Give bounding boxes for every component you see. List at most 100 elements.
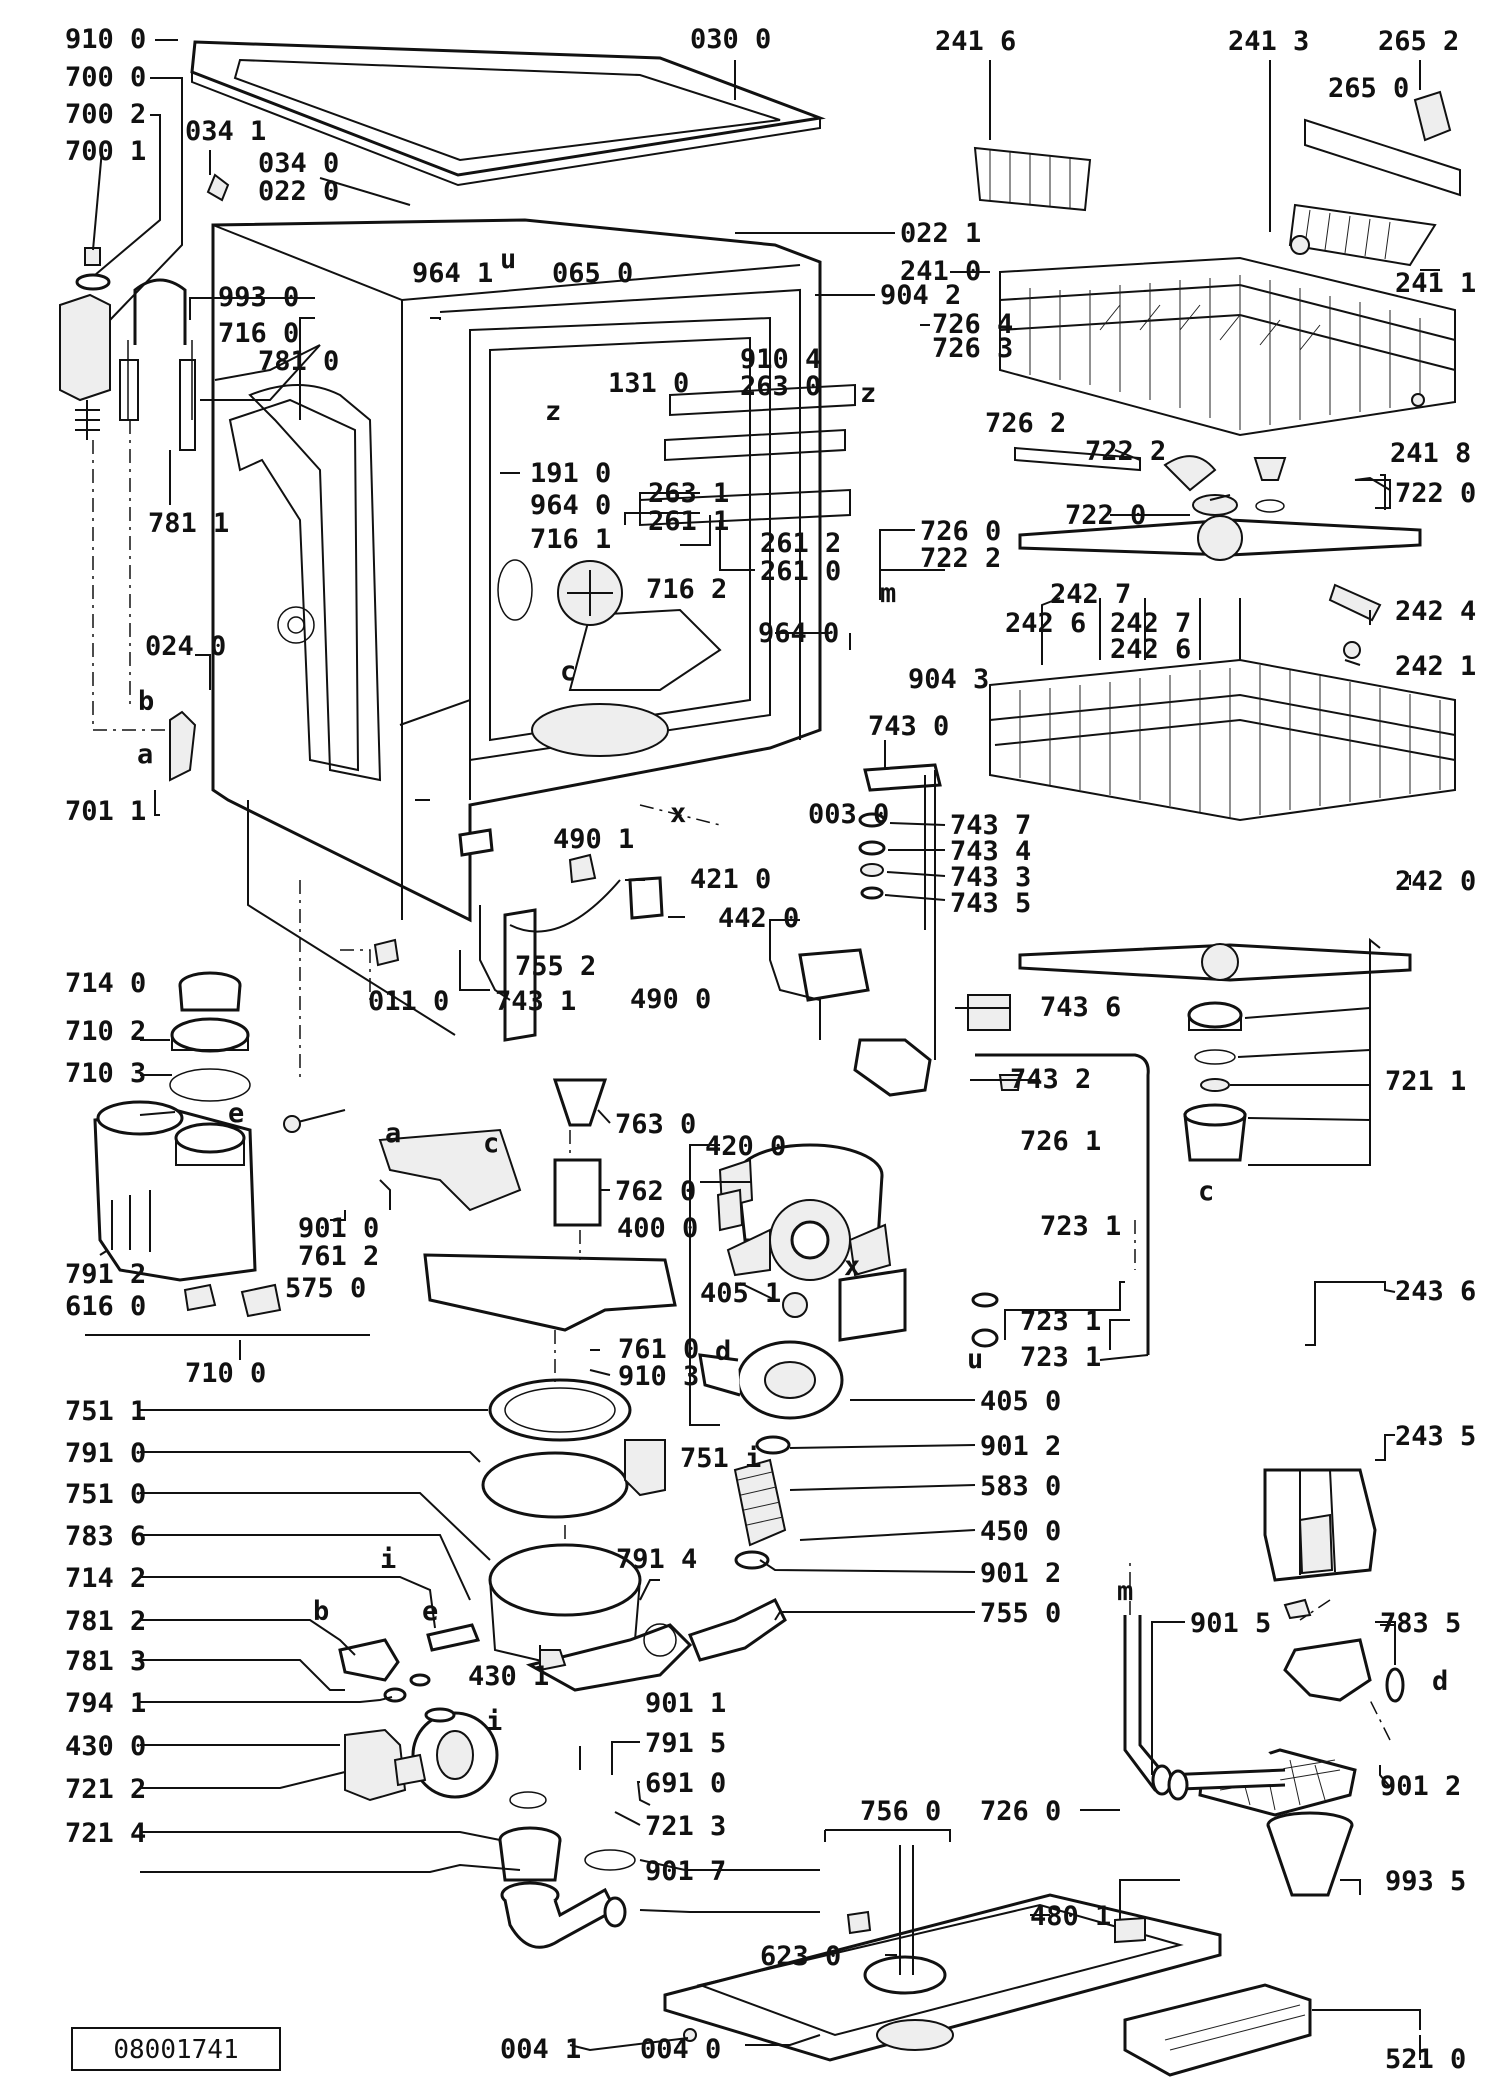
heater-parts-drawing xyxy=(373,763,1011,1097)
label-701-1: 701 1 xyxy=(65,796,146,827)
letter-b-1: b xyxy=(138,686,154,717)
letter-c-3: c xyxy=(1198,1176,1214,1207)
label-743-5: 743 5 xyxy=(950,888,1031,919)
label-241-3: 241 3 xyxy=(1228,26,1309,57)
label-721-4: 721 4 xyxy=(65,1818,146,1849)
letter-u-2: u xyxy=(967,1344,983,1375)
label-241-8: 241 8 xyxy=(1390,438,1471,469)
label-242-4: 242 4 xyxy=(1395,596,1476,627)
label-710-3: 710 3 xyxy=(65,1058,146,1089)
label-241-0: 241 0 xyxy=(900,256,981,287)
label-781-3: 781 3 xyxy=(65,1646,146,1677)
label-521-0: 521 0 xyxy=(1385,2044,1466,2075)
label-575-0: 575 0 xyxy=(285,1273,366,1304)
label-400-0: 400 0 xyxy=(617,1213,698,1244)
label-781-2: 781 2 xyxy=(65,1606,146,1637)
worktop-drawing xyxy=(190,40,826,187)
label-131-0: 131 0 xyxy=(608,368,689,399)
label-901-2b: 901 2 xyxy=(980,1558,1061,1589)
letter-m-1: m xyxy=(880,578,896,609)
letter-a-2: a xyxy=(385,1118,401,1149)
label-024-0: 024 0 xyxy=(145,631,226,662)
label-405-1: 405 1 xyxy=(700,1278,781,1309)
label-714-0: 714 0 xyxy=(65,968,146,999)
label-743-1: 743 1 xyxy=(495,986,576,1017)
label-791-2: 791 2 xyxy=(65,1259,146,1290)
label-490-0: 490 0 xyxy=(630,984,711,1015)
label-756-0: 756 0 xyxy=(860,1796,941,1827)
letter-d-1: d xyxy=(715,1336,731,1367)
label-726-3: 726 3 xyxy=(932,333,1013,364)
label-721-1: 721 1 xyxy=(1385,1066,1466,1097)
label-726-4: 726 4 xyxy=(932,309,1013,340)
label-722-2a: 722 2 xyxy=(1085,436,1166,467)
label-910-4: 910 4 xyxy=(740,344,821,375)
label-241-6: 241 6 xyxy=(935,26,1016,57)
label-751-0: 751 0 xyxy=(65,1479,146,1510)
label-781-0: 781 0 xyxy=(258,346,339,377)
label-743-2: 743 2 xyxy=(1010,1064,1091,1095)
letter-x-2: x xyxy=(844,1251,860,1282)
upper-sprayarm-drawing xyxy=(1014,446,1422,561)
label-263-1: 263 1 xyxy=(648,478,729,509)
label-242-7b: 242 7 xyxy=(1110,608,1191,639)
letter-u-top: u xyxy=(500,244,516,275)
label-261-2: 261 2 xyxy=(760,528,841,559)
label-761-0: 761 0 xyxy=(618,1334,699,1365)
label-763-0: 763 0 xyxy=(615,1109,696,1140)
label-723-1b: 723 1 xyxy=(1020,1306,1101,1337)
label-761-2: 761 2 xyxy=(298,1241,379,1272)
label-003-0: 003 0 xyxy=(808,799,889,830)
label-691-0: 691 0 xyxy=(645,1768,726,1799)
label-623-0: 623 0 xyxy=(760,1941,841,1972)
label-710-0: 710 0 xyxy=(185,1358,266,1389)
label-904-2: 904 2 xyxy=(880,280,961,311)
letter-i-2: i xyxy=(380,1544,396,1575)
label-791-5: 791 5 xyxy=(645,1728,726,1759)
label-726-0a: 726 0 xyxy=(920,516,1001,547)
label-791-4: 791 4 xyxy=(616,1544,697,1575)
label-901-1: 901 1 xyxy=(645,1688,726,1719)
label-265-0: 265 0 xyxy=(1328,73,1409,104)
label-242-6b: 242 6 xyxy=(1110,634,1191,665)
label-716-1: 716 1 xyxy=(530,524,611,555)
document-id-frame xyxy=(71,2027,281,2071)
label-910-0: 910 0 xyxy=(65,24,146,55)
label-420-0: 420 0 xyxy=(705,1131,786,1162)
label-726-2: 726 2 xyxy=(985,408,1066,439)
letter-e-1: e xyxy=(228,1098,244,1129)
label-442-0: 442 0 xyxy=(718,903,799,934)
label-191-0: 191 0 xyxy=(530,458,611,489)
label-710-2: 710 2 xyxy=(65,1016,146,1047)
part-drawings xyxy=(59,40,1461,2077)
letter-z-2: z xyxy=(860,378,876,409)
label-700-0: 700 0 xyxy=(65,62,146,93)
label-011-0: 011 0 xyxy=(368,986,449,1017)
label-430-1: 430 1 xyxy=(468,1661,549,1692)
label-726-0b: 726 0 xyxy=(980,1796,1061,1827)
label-242-1: 242 1 xyxy=(1395,651,1476,682)
label-783-6: 783 6 xyxy=(65,1521,146,1552)
door-frame-drawing xyxy=(663,1845,1222,2062)
label-901-0: 901 0 xyxy=(298,1213,379,1244)
letter-i-1: i xyxy=(486,1706,502,1737)
letter-c-2: c xyxy=(483,1128,499,1159)
label-242-0: 242 0 xyxy=(1395,866,1476,897)
label-583-0: 583 0 xyxy=(980,1471,1061,1502)
label-901-5: 901 5 xyxy=(1190,1608,1271,1639)
letter-a-1: a xyxy=(137,739,153,770)
label-743-0: 743 0 xyxy=(868,711,949,742)
label-430-0: 430 0 xyxy=(65,1731,146,1762)
letter-d-2: d xyxy=(1432,1666,1448,1697)
dashed-leaders xyxy=(92,420,1391,1741)
document-id: 08001741 xyxy=(113,2035,238,2065)
label-022-0: 022 0 xyxy=(258,176,339,207)
left-top-parts xyxy=(59,173,230,782)
label-743-6: 743 6 xyxy=(1040,992,1121,1023)
letter-c-tub: c xyxy=(560,656,576,687)
label-242-6a: 242 6 xyxy=(1005,608,1086,639)
label-993-0: 993 0 xyxy=(218,282,299,313)
label-265-2: 265 2 xyxy=(1378,26,1459,57)
label-450-0: 450 0 xyxy=(980,1516,1061,1547)
label-004-0: 004 0 xyxy=(640,2034,721,2065)
